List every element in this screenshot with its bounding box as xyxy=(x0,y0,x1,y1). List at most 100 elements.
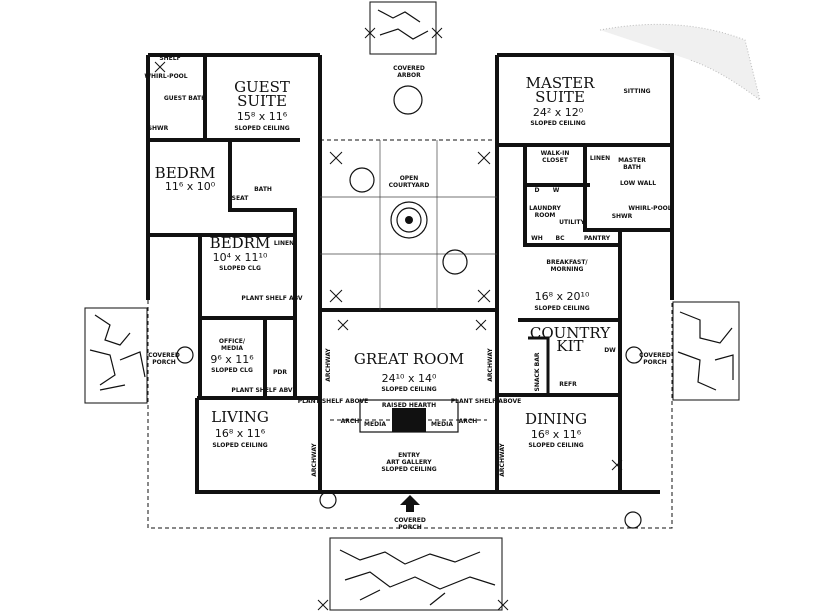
master-bath-label: BATH xyxy=(623,164,641,171)
breakfast-label: BREAKFAST/ xyxy=(546,259,588,266)
whirlpool-label: WHIRL-POOL xyxy=(628,205,671,212)
guest-suite-label: GUEST xyxy=(234,78,290,96)
dining-size: 16⁸ x 11⁶ xyxy=(531,428,582,441)
entry-note: SLOPED CEILING xyxy=(381,466,436,473)
arch-label: ARCH xyxy=(459,418,478,425)
powder-room-label: PDR xyxy=(273,369,287,376)
linen-label: LINEN xyxy=(274,240,294,247)
washer-label: W xyxy=(553,187,560,194)
porch-left-label: PORCH xyxy=(152,359,176,366)
entry-label: ENTRY xyxy=(398,452,421,459)
bedroom-2-label: BEDRM xyxy=(210,234,271,252)
dining-note: SLOPED CEILING xyxy=(528,442,583,449)
entry-arrow-icon xyxy=(400,495,420,512)
kitchen-island xyxy=(528,336,580,397)
plant-shelf-label: PLANT SHELF ABV xyxy=(231,387,292,394)
closet-label: WALK-IN xyxy=(541,150,570,157)
stone-patio-right xyxy=(672,301,740,401)
snack-bar-label: SNACK BAR xyxy=(534,352,541,391)
office-label: OFFICE/ xyxy=(219,338,246,345)
laundry-label: LAUNDRY xyxy=(529,205,561,212)
patio-table xyxy=(349,85,468,275)
sitting-label: SITTING xyxy=(623,88,650,95)
archway-label: ARCHWAY xyxy=(325,348,332,382)
low-wall-label: LOW WALL xyxy=(620,180,656,187)
bedroom-2-size: 10⁴ x 11¹⁰ xyxy=(213,251,268,264)
master-suite-size: 24² x 12⁰ xyxy=(533,106,584,119)
great-room-note: SLOPED CEILING xyxy=(381,386,436,393)
living-note: SLOPED CEILING xyxy=(212,442,267,449)
guest-suite-label: SUITE xyxy=(237,92,287,110)
master-bath-label: MASTER xyxy=(618,157,646,164)
archway-label: ARCHWAY xyxy=(487,348,494,382)
refrigerator-label: REFR xyxy=(559,381,577,388)
dining-label: DINING xyxy=(525,410,587,428)
walls xyxy=(146,53,674,494)
porch-chairs xyxy=(176,346,643,529)
hearth xyxy=(359,399,459,433)
kitchen-label: COUNTRY xyxy=(530,324,611,342)
porch-left-label: COVERED xyxy=(148,352,180,359)
dryer-label: D xyxy=(535,187,540,194)
seat-label: SEAT xyxy=(232,195,250,202)
living-label: LIVING xyxy=(211,408,269,426)
porch-front-label: COVERED xyxy=(394,517,426,524)
whirlpool-label: WHIRL-POOL xyxy=(144,73,187,80)
guest-suite-note: SLOPED CEILING xyxy=(234,125,289,132)
bath-label: BATH xyxy=(254,186,272,193)
plant-shelf-label: PLANT SHELF ABV xyxy=(241,295,302,302)
kitchen-label: KIT xyxy=(556,337,583,355)
bedroom-1-label: BEDRM xyxy=(155,164,216,182)
office-label: MEDIA xyxy=(221,345,243,352)
arbor-label: COVERED xyxy=(393,65,425,72)
courtyard-label: OPEN xyxy=(400,175,419,182)
stone-patio-front xyxy=(329,537,503,611)
shower-label: SHWR xyxy=(148,125,169,132)
media-label: MEDIA xyxy=(431,421,453,428)
linen-label: LINEN xyxy=(590,155,610,162)
great-room-size: 24¹⁰ x 14⁰ xyxy=(382,372,437,385)
water-heater-label: WH xyxy=(531,235,543,242)
archway-label: ARCHWAY xyxy=(311,443,318,477)
breakfast-note: SLOPED CEILING xyxy=(534,305,589,312)
guest-suite-size: 15⁸ x 11⁶ xyxy=(237,110,288,123)
landscape-shading xyxy=(599,23,761,102)
arch-label: ARCH xyxy=(341,418,360,425)
plant-shelf-label: PLANT SHELF ABOVE xyxy=(298,398,368,405)
broom-closet-label: BC xyxy=(556,235,566,242)
porch-front-label: PORCH xyxy=(398,524,422,531)
stone-patio-left xyxy=(84,307,148,404)
breakfast-size: 16⁸ x 20¹⁰ xyxy=(535,290,590,303)
great-room-label: GREAT ROOM xyxy=(354,350,464,368)
courtyard-tiles xyxy=(320,140,497,310)
stone-entry-top xyxy=(369,1,437,55)
shower-label: SHWR xyxy=(612,213,633,220)
living-size: 16⁸ x 11⁶ xyxy=(215,427,266,440)
laundry-label: ROOM xyxy=(535,212,556,219)
pantry-label: PANTRY xyxy=(584,235,611,242)
plants xyxy=(154,27,623,611)
bedroom-1-size: 11⁶ x 10⁰ xyxy=(165,180,216,193)
office-size: 9⁶ x 11⁶ xyxy=(210,353,254,366)
media-label: MEDIA xyxy=(364,421,386,428)
bedroom-2-note: SLOPED CLG xyxy=(219,265,261,272)
porch-right-label: PORCH xyxy=(643,359,667,366)
raised-hearth-label: RAISED HEARTH xyxy=(382,402,436,409)
porch-outline xyxy=(147,300,673,529)
archway-label: ARCHWAY xyxy=(499,443,506,477)
master-suite-label: MASTER xyxy=(526,74,595,92)
arbor-label: ARBOR xyxy=(397,72,421,79)
office-note: SLOPED CLG xyxy=(211,367,253,374)
master-suite-label: SUITE xyxy=(535,88,585,106)
closet-label: CLOSET xyxy=(542,157,569,164)
entry-label: ART GALLERY xyxy=(386,459,432,466)
utility-label: UTILITY xyxy=(559,219,585,226)
shelf-label: SHELF xyxy=(159,55,180,62)
dishwasher-label: DW xyxy=(604,347,616,354)
courtyard-label: COURTYARD xyxy=(389,182,430,189)
guest-bath-label: GUEST BATH xyxy=(164,95,206,102)
porch-right-label: COVERED xyxy=(639,352,671,359)
breakfast-label: MORNING xyxy=(551,266,584,273)
master-suite-note: SLOPED CEILING xyxy=(530,120,585,127)
